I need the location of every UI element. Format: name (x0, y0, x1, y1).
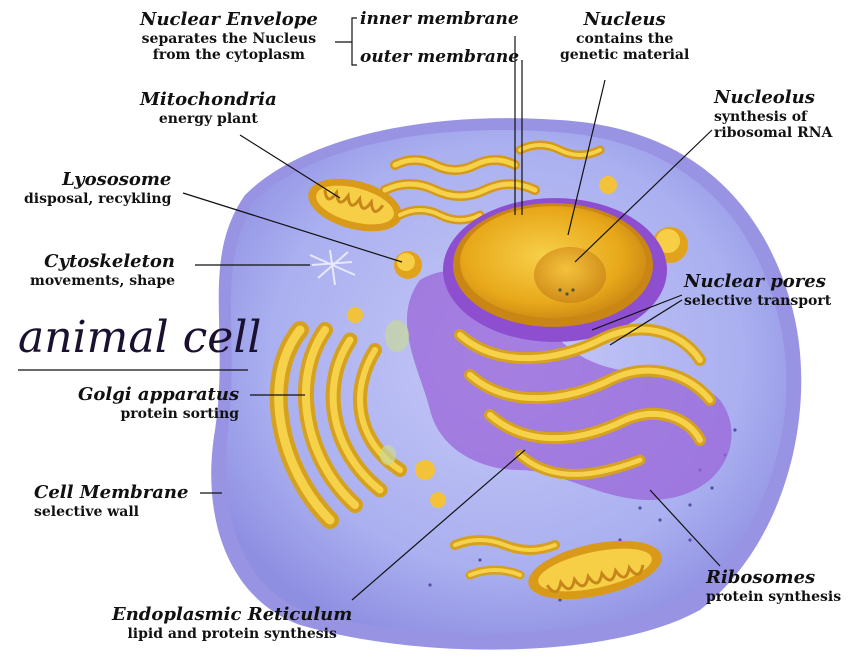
nucleolus (534, 247, 606, 303)
label-cytoskeleton: Cytoskeleton movements, shape (30, 252, 175, 289)
label-cell-membrane: Cell Membrane selective wall (34, 483, 188, 520)
label-golgi: Golgi apparatus protein sorting (78, 385, 239, 422)
nucleus (443, 198, 667, 342)
label-inner-membrane: inner membrane (360, 9, 519, 29)
label-outer-membrane: outer membrane (360, 47, 519, 67)
label-nucleus: Nucleus contains the genetic material (560, 10, 689, 63)
label-mitochondria: Mitochondria energy plant (140, 90, 277, 127)
diagram-title: animal cell (18, 312, 261, 363)
label-nuclear-envelope: Nuclear Envelope separates the Nucleus f… (140, 10, 318, 63)
label-er: Endoplasmic Reticulum lipid and protein … (112, 605, 352, 642)
label-nucleolus: Nucleolus synthesis of ribosomal RNA (714, 88, 832, 141)
label-ribosomes: Ribosomes protein synthesis (706, 568, 841, 605)
label-lysosome: Lyososome disposal, recykling (24, 170, 171, 207)
label-nuclear-pores: Nuclear pores selective transport (684, 272, 831, 309)
lysosome (394, 251, 422, 279)
